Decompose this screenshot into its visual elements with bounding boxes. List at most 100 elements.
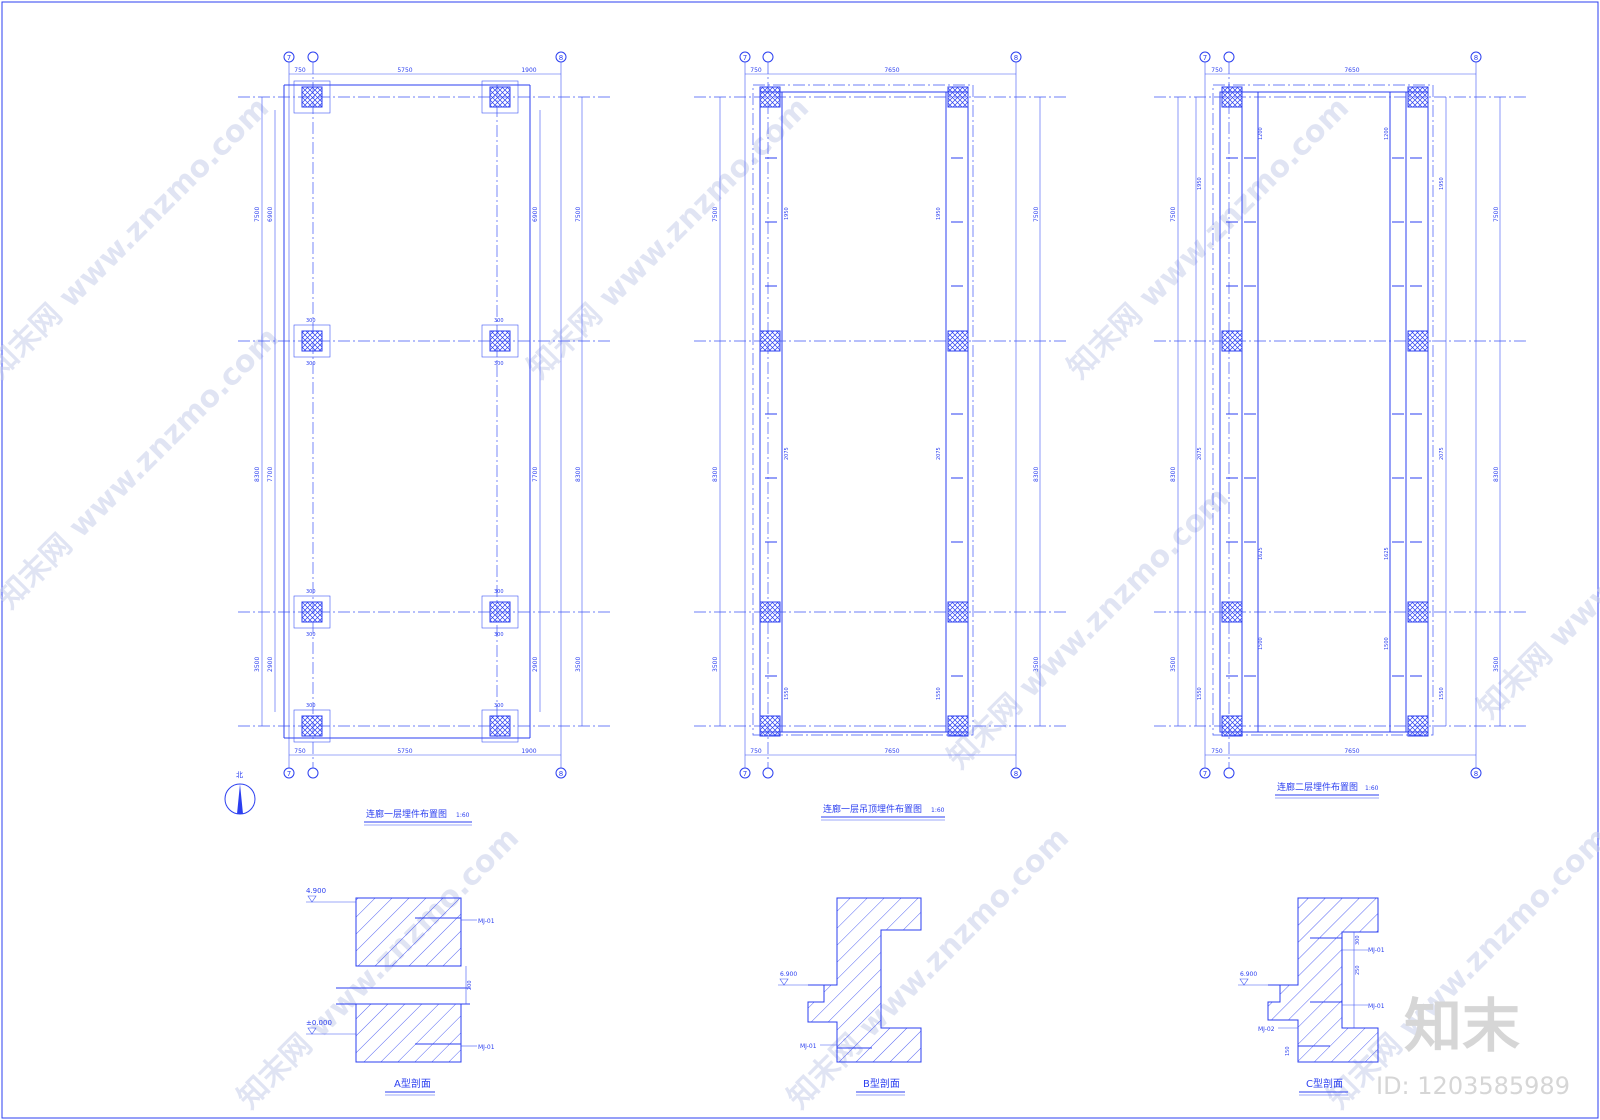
dim-text: 7500 [1033,207,1040,222]
dim-text: 2900 [532,657,539,672]
dim-text: 7650 [1344,67,1359,74]
dim-text: 3500 [1170,657,1177,672]
dim-text: 6900 [532,207,539,222]
dim-text: 7500 [1493,207,1500,222]
dim-text: 8300 [254,467,261,482]
grid-bubble [307,767,319,779]
plan-scale: 1:60 [931,807,945,814]
north-arrow-pointer [237,784,243,814]
dim-text: 2075 [1439,447,1445,460]
watermark-text: 知末网 www.znzmo.com [0,321,286,616]
embed-plate [947,330,969,352]
dim-text: 7500 [1170,207,1177,222]
section-c: 6.900 MJ-01 MJ-01 MJ-02 300 250 150 C型剖面 [1238,897,1385,1096]
grid-bubble [1223,767,1235,779]
dim-text: 150 [1285,1046,1291,1056]
dim-text: 7650 [884,67,899,74]
grid-label: 7 [287,770,291,778]
dim-text: 250 [1355,965,1361,975]
elevation-marker-icon [307,1027,317,1035]
grid-label: 7 [743,54,747,62]
dim-text: 8300 [1033,467,1040,482]
concrete-section [355,1003,462,1063]
pad-outline [293,324,331,358]
dim-text: 1500 [1258,637,1264,650]
elevation-text: 6.900 [1240,971,1257,978]
embed-tag: MJ-01 [478,1044,495,1051]
dim-text: 2900 [267,657,274,672]
grid-label: 8 [1014,770,1018,778]
plan-1: 7 8 7 8 750 5750 1900 750 5750 [224,51,610,826]
embed-plate [301,601,323,623]
pad-outline [481,595,519,629]
dim-text: 2075 [1197,447,1203,460]
dim-text: 750 [294,748,306,755]
elevation-marker-icon [1239,978,1249,986]
pad-outline [293,709,331,743]
embed-plate [759,601,781,623]
ceiling-outline [752,84,974,736]
plan-title: 连廊二层埋件布置图 [1277,781,1358,793]
embed-plate [1407,601,1429,623]
pad-outline [481,709,519,743]
embed-tag: MJ-02 [1258,1026,1275,1033]
plan-title: 连廊一层埋件布置图 [366,808,447,820]
dim-text: 1900 [521,748,536,755]
embed-plate [1407,86,1429,108]
grid-label: 8 [1014,54,1018,62]
dim-text: 1950 [936,207,942,220]
dim-text: 300 [306,361,316,367]
embed-plate [947,715,969,737]
dim-text: 1200 [1258,127,1264,140]
brand-logo: 知末 [1404,992,1520,1060]
dim-text: 7700 [267,467,274,482]
dim-text: 1550 [1197,687,1203,700]
grid-label: 8 [1474,770,1478,778]
dim-text: 750 [750,748,762,755]
elevation-text: ±0.000 [306,1019,332,1027]
dim-text: 3500 [1493,657,1500,672]
watermark-text: 知末网 www.znzmo.com [0,91,276,386]
embed-plate [759,86,781,108]
dim-text: 200 [467,980,473,990]
plan-title: 连廊一层吊顶埋件布置图 [823,803,922,815]
dim-text: 300 [494,361,504,367]
dim-text: 3500 [712,657,719,672]
dim-text: 7700 [532,467,539,482]
grid-label: 7 [1203,54,1207,62]
grid-label: 8 [1474,54,1478,62]
dim-text: 1950 [1197,177,1203,190]
dim-text: 750 [750,67,762,74]
dim-text: 300 [306,632,316,638]
embed-plate [489,86,511,108]
dim-text: 1950 [1439,177,1445,190]
grid-label: 8 [559,770,563,778]
dim-text: 1550 [1439,687,1445,700]
concrete-section [807,897,922,1063]
dim-text: 300 [306,589,316,595]
dim-text: 5750 [397,67,412,74]
slab-frame [1219,91,1429,733]
watermark-text: 知末网 www.znzmo.com [1471,431,1600,726]
dim-text: 7650 [884,748,899,755]
dim-text: 300 [494,703,504,709]
dim-text: 1550 [784,687,790,700]
elevation-marker-icon [307,895,317,903]
embed-plate [759,330,781,352]
section-b: 6.900 MJ-01 B型剖面 [778,897,922,1096]
dim-text: 7500 [254,207,261,222]
section-title: C型剖面 [1306,1077,1343,1090]
dim-text: 750 [294,67,306,74]
embed-tag: MJ-01 [800,1043,817,1050]
dim-text: 750 [1211,67,1223,74]
dim-text: 750 [1211,748,1223,755]
ceiling-frame [759,91,969,733]
embed-tag: MJ-01 [1368,947,1385,954]
embed-ticks [1226,157,1422,677]
dim-text: 1500 [1384,637,1390,650]
dim-text: 3500 [254,657,261,672]
embed-plate [759,715,781,737]
embed-plate [1221,330,1243,352]
